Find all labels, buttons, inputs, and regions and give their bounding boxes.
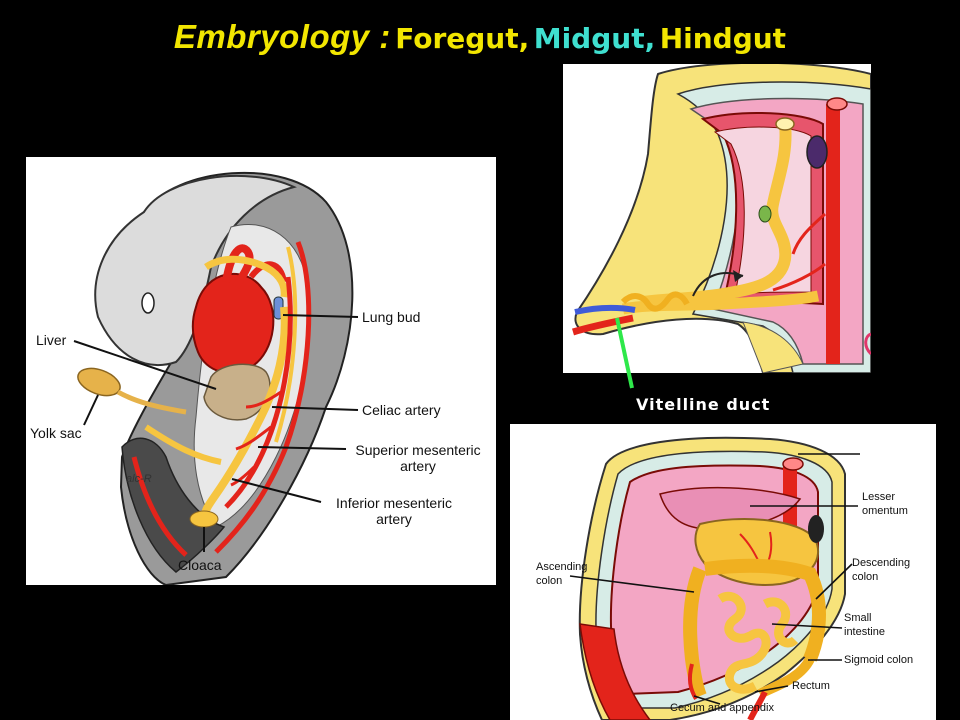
label-vitelline-duct: Vitelline duct [636, 395, 771, 414]
vitelline-duct-diagram-panel [563, 64, 871, 373]
label-ascending-line1: Ascending [536, 561, 588, 573]
label-lesser-omentum: Lesser omentum [862, 490, 908, 518]
slide-title: Embryology : Foregut, Midgut, Hindgut [0, 18, 960, 56]
label-cloaca: Cloaca [178, 557, 222, 573]
midgut-loop-illustration [571, 64, 871, 373]
label-cecum-appendix: Cecum and appendix [670, 702, 774, 714]
artist-signature: alc-R [126, 473, 152, 485]
label-yolk-sac: Yolk sac [30, 425, 82, 441]
label-sigmoid-colon: Sigmoid colon [844, 654, 914, 666]
label-inf-mes-line2: artery [376, 511, 412, 527]
embryo-diagram-panel: Lung bud Liver Yolk sac Celiac artery Su… [26, 157, 496, 585]
label-ascending-colon: Ascending colon [536, 560, 587, 588]
label-small-line2: intestine [844, 626, 885, 638]
label-small-intestine: Small intestine [844, 611, 885, 639]
label-rectum: Rectum [792, 680, 830, 692]
label-descending-colon: Descending colon [852, 556, 910, 584]
label-lesser-line2: omentum [862, 505, 908, 517]
label-superior-mesenteric-artery: Superior mesenteric artery [344, 442, 492, 474]
label-inf-mes-line1: Inferior mesenteric [336, 495, 452, 511]
label-lung-bud: Lung bud [362, 309, 421, 325]
label-ascending-line2: colon [536, 575, 563, 587]
label-sup-mes-line1: Superior mesenteric [355, 442, 481, 458]
label-sup-mes-line2: artery [400, 458, 436, 474]
label-lesser-line1: Lesser [862, 491, 896, 503]
label-inferior-mesenteric-artery: Inferior mesenteric artery [320, 495, 468, 527]
gut-rotation-illustration [569, 436, 860, 720]
embryo-illustration [73, 171, 359, 585]
label-liver: Liver [36, 332, 67, 348]
title-foregut: Foregut, [395, 22, 530, 55]
label-celiac-artery: Celiac artery [362, 402, 441, 418]
title-midgut: Midgut, [533, 22, 656, 55]
label-descending-line2: colon [852, 571, 879, 583]
title-main: Embryology : [173, 18, 391, 55]
title-hindgut: Hindgut [659, 22, 787, 55]
rotated-gut-diagram-panel: Lesser omentum Ascending colon Descendin… [510, 424, 936, 720]
label-small-line1: Small [844, 612, 872, 624]
label-descending-line1: Descending [852, 557, 911, 569]
